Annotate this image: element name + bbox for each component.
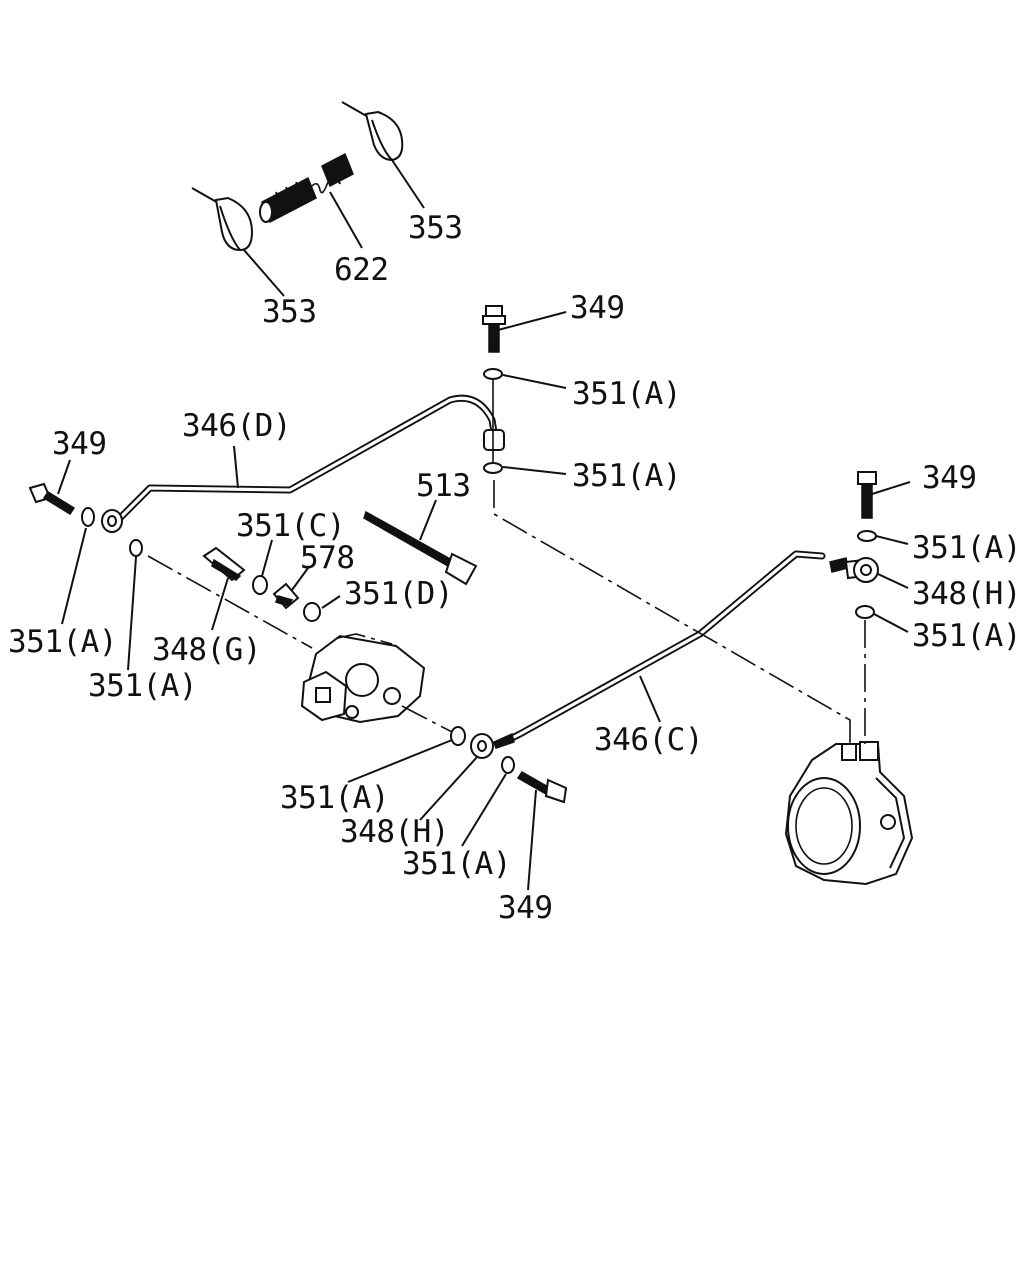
pipe-346d: [101, 394, 505, 533]
label-fitting-right: 348(H): [912, 576, 1021, 612]
washer-right-1: [857, 530, 877, 542]
label-washer-right-2: 351(A): [912, 618, 1021, 654]
label-washer-d: 351(D): [344, 576, 453, 612]
label-tie-lower: 353: [262, 294, 317, 330]
label-corrugated-tube: 622: [334, 252, 389, 288]
washer-mid: [450, 726, 466, 746]
cylinder-right: [784, 741, 914, 886]
valve-body-left: [300, 633, 426, 724]
washer-351c: [252, 575, 268, 595]
label-connector-g: 348(G): [152, 632, 261, 668]
clamp-band-513: [363, 510, 478, 586]
label-washer-c: 351(C): [236, 508, 345, 544]
label-clamp-band: 513: [416, 468, 471, 504]
label-pipe-c: 346(C): [594, 722, 703, 758]
label-washer-mid: 351(A): [280, 780, 389, 816]
label-fitting-mid: 348(H): [340, 814, 449, 850]
label-bolt-bottom: 349: [498, 890, 553, 926]
washer-bottom: [501, 756, 515, 774]
label-washer-bottom: 351(A): [402, 846, 511, 882]
washer-right-2: [855, 605, 875, 619]
part-labels: 353 353 622 349 351(A) 351(A) 346(D) 349…: [8, 210, 1021, 926]
label-pipe-d: 346(D): [182, 408, 291, 444]
fitting-right-348h: [829, 557, 879, 583]
bolt-left: [28, 482, 76, 516]
label-washer-right-1: 351(A): [912, 530, 1021, 566]
bolt-bottom: [516, 771, 568, 804]
cable-tie-lower: [191, 187, 254, 252]
label-bolt-right: 349: [922, 460, 977, 496]
plug-578: [272, 582, 300, 610]
washer-left-1: [81, 507, 95, 527]
fitting-mid-348h: [470, 732, 515, 759]
leader-lines: [57, 159, 911, 891]
washer-top-2: [483, 462, 503, 474]
washer-top-1: [483, 368, 503, 380]
label-bolt-left: 349: [52, 426, 107, 462]
washer-351d: [303, 602, 321, 622]
connector-348g: [202, 546, 246, 582]
label-washer-top-1: 351(A): [572, 376, 681, 412]
label-washer-left-1: 351(A): [8, 624, 117, 660]
pipe-346c: [508, 550, 826, 742]
label-tie-upper: 353: [408, 210, 463, 246]
washer-left-2: [129, 539, 143, 557]
corrugated-tube: [259, 152, 354, 224]
label-plug-578: 578: [300, 540, 355, 576]
bolt-top: [482, 305, 506, 353]
label-bolt-top: 349: [570, 290, 625, 326]
bolt-right: [857, 471, 877, 519]
cable-tie-upper: [341, 101, 404, 162]
centre-lines: [147, 380, 866, 744]
label-washer-top-2: 351(A): [572, 458, 681, 494]
label-washer-left-2: 351(A): [88, 668, 197, 704]
